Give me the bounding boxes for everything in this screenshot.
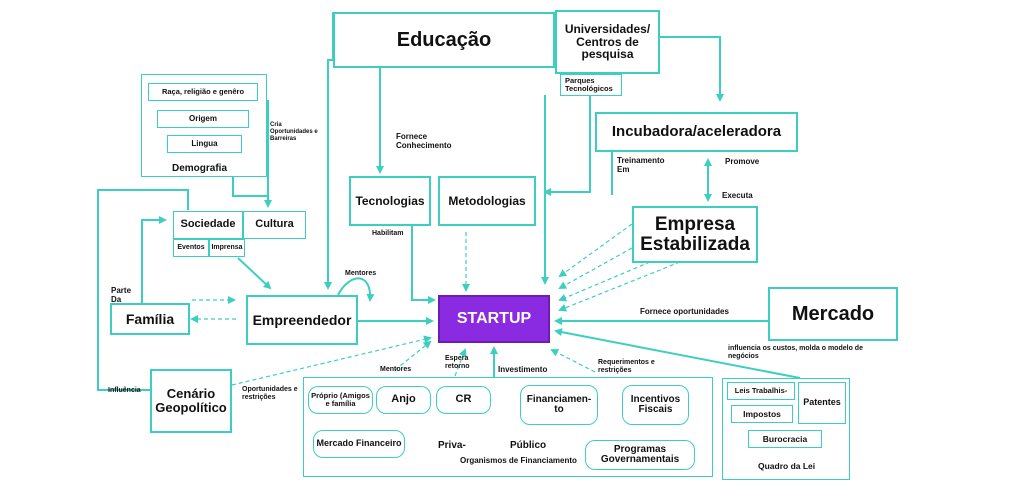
leis-box: Leis Trabalhis- — [727, 382, 795, 400]
requerimentos-label: Requerimentos e restrições — [598, 359, 655, 375]
promove-label: Promove — [725, 157, 760, 166]
startup-node: STARTUP — [438, 295, 550, 343]
patentes-box: Patentes — [798, 382, 846, 424]
empreendedor-box: Empreendedor — [246, 295, 358, 345]
mentores-bottom-label: Mentores — [380, 366, 412, 373]
empresa-box: Empresa Estabilizada — [632, 206, 758, 263]
programas-box: Programas Governamentais — [585, 440, 695, 470]
proprio-box: Próprio (Amigos e família — [308, 386, 373, 414]
fornece-oportunidades-label: Fornece oportunidades — [640, 307, 729, 316]
origem-box: Origem — [157, 110, 249, 128]
fornece-conhecimento-label: Fornece Conhecimento — [396, 132, 452, 151]
imprensa-box: Imprensa — [209, 239, 245, 257]
incubadora-box: Incubadora/aceleradora — [595, 112, 798, 152]
lingua-box: Lingua — [167, 135, 242, 153]
treinamento-label: Treinamento Em — [617, 156, 665, 175]
cultura-box: Cultura — [243, 211, 306, 239]
parques-box: Parques Tecnológicos — [560, 74, 622, 96]
anjo-box: Anjo — [376, 386, 431, 414]
familia-box: Família — [110, 303, 190, 335]
demografia-label: Demografia — [172, 163, 228, 174]
impostos-box: Impostos — [731, 405, 793, 423]
cria-oportunidades-label: Cria Oportunidades e Barreiras — [270, 122, 318, 142]
cr-box: CR — [436, 386, 491, 414]
mercado-financeiro-box: Mercado Financeiro — [313, 430, 405, 458]
universidades-box: Universidades/ Centros de pesquisa — [555, 10, 660, 74]
organismos-label: Organismos de Financiamento — [460, 456, 577, 465]
quadro-label: Quadro da Lei — [758, 461, 816, 471]
habilitam-label: Habilitam — [372, 230, 404, 237]
parte-da-label: Parte Da — [111, 286, 132, 305]
tecnologias-box: Tecnologias — [349, 176, 431, 226]
cenario-box: Cenário Geopolítico — [150, 369, 232, 433]
influencia-label: Influência — [108, 387, 141, 394]
metodologias-box: Metodologias — [438, 176, 536, 226]
mentores-top-label: Mentores — [345, 270, 377, 277]
financiamento-box: Financiamen- to — [520, 385, 598, 425]
educacao-box: Educação — [333, 12, 555, 68]
incentivos-box: Incentivos Fiscais — [622, 385, 689, 425]
mercado-box: Mercado — [768, 287, 898, 341]
priva-label: Priva- — [438, 440, 466, 451]
investimento-label: Investimento — [498, 365, 548, 374]
eventos-box: Eventos — [173, 239, 209, 257]
sociedade-box: Sociedade — [173, 211, 243, 239]
influencia-custos-label: influencia os custos, molda o modelo de … — [728, 345, 863, 361]
oportunidades-restricoes-label: Oportunidades e restrições — [242, 386, 298, 402]
raca-box: Raça, religião e genêro — [148, 83, 258, 101]
executa-label: Executa — [722, 191, 753, 200]
espera-retorno-label: Espera retorno — [445, 355, 470, 371]
publico-label: Público — [510, 440, 547, 451]
burocracia-box: Burocracia — [748, 430, 822, 448]
